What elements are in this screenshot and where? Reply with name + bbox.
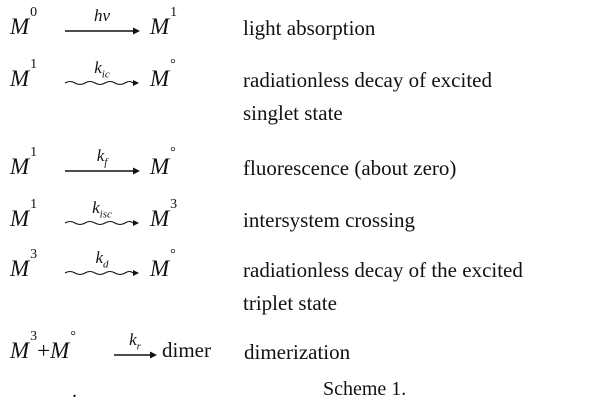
reaction-arrow: kr	[112, 330, 158, 364]
lhs-species: M1	[10, 145, 38, 179]
lhs-species: M1	[10, 197, 38, 231]
rate-label: kisc	[92, 198, 112, 221]
reaction-arrow: kic	[63, 58, 141, 92]
rate-label: kr	[129, 330, 141, 353]
scheme-caption: Scheme 1.	[323, 378, 407, 400]
step-description: fluorescence (about zero)	[243, 156, 457, 180]
lhs-species: M3	[10, 247, 38, 281]
step-description: light absorption	[243, 16, 376, 40]
wavy-arrow-icon	[64, 80, 139, 86]
wavy-arrow-icon	[64, 220, 139, 226]
stray-dot: .	[72, 380, 77, 402]
wavy-arrow-icon	[64, 270, 139, 276]
reaction-arrow: hν	[63, 6, 141, 40]
rhs-species: M°	[150, 247, 176, 281]
reaction-arrow: kf	[63, 146, 141, 180]
reaction-arrow: kd	[63, 248, 141, 282]
rhs-species: M°	[150, 57, 176, 91]
rate-label: kic	[94, 58, 110, 81]
solid-arrow-icon	[65, 27, 140, 35]
rate-label: hν	[93, 6, 111, 25]
solid-arrow-icon	[65, 167, 140, 175]
rhs-species: M3	[150, 197, 178, 231]
rate-label: kd	[95, 248, 109, 271]
rhs-species: M°	[150, 145, 176, 179]
rate-label: kf	[96, 146, 108, 169]
reaction-arrow: kisc	[63, 198, 141, 232]
rhs-species: M1	[150, 5, 178, 39]
step-description: intersystem crossing	[243, 208, 416, 232]
lhs-species: M3+M°	[10, 329, 76, 363]
product-label: dimer	[162, 338, 211, 362]
lhs-species: M0	[10, 5, 38, 39]
solid-arrow-icon	[114, 351, 157, 359]
step-description: dimerization	[244, 340, 351, 364]
lhs-species: M1	[10, 57, 38, 91]
